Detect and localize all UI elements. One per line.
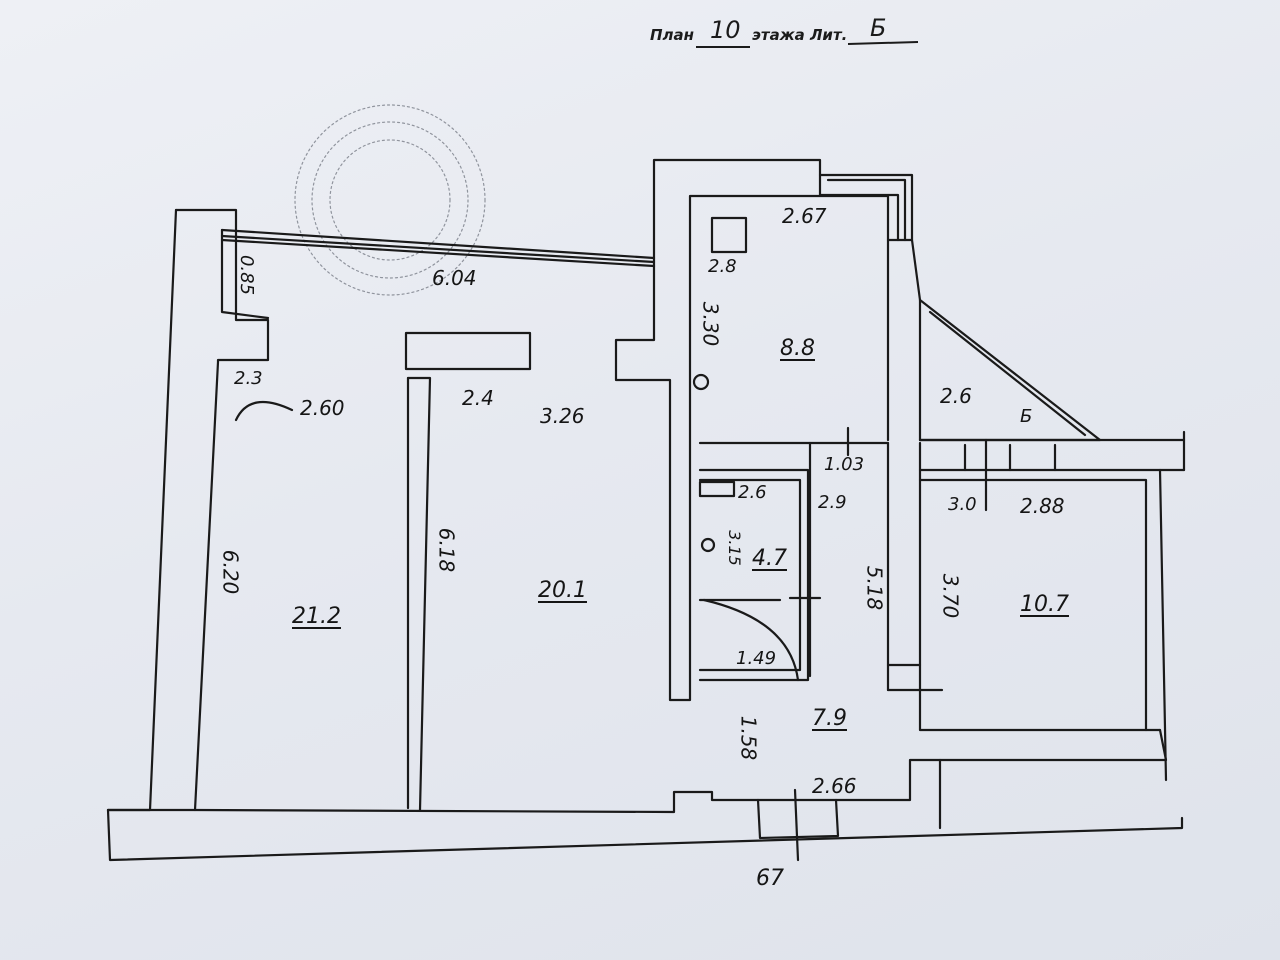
bathroom-walls (698, 468, 810, 682)
right-room-walls (918, 478, 1148, 732)
dim-right-offset: 3.0 (948, 494, 977, 515)
dim-bath-width: 2.6 (738, 482, 767, 503)
partition-middle-kitchen (614, 158, 914, 702)
balcony-glazing (220, 228, 656, 260)
balcony-right (918, 298, 1102, 442)
dim-balcony-depth: 0.85 (236, 254, 258, 296)
beam (404, 331, 532, 371)
area-balcony-right: 2.6 (940, 384, 972, 408)
outer-wall-left-outer (106, 208, 178, 812)
area-room-middle: 20.1 (538, 578, 587, 603)
dim-kitchen-length: 3.30 (698, 301, 723, 347)
stamp-mark (294, 104, 486, 296)
dim-middle-room-width: 3.26 (540, 404, 585, 428)
dim-left-offset: 2.3 (234, 368, 263, 389)
dim-right-room-width: 2.88 (1020, 494, 1065, 518)
plan-title: План 10 этажа Лит. Б (648, 14, 928, 50)
dim-left-room-width: 2.60 (300, 396, 345, 420)
dim-hall-lower: 1.58 (736, 715, 761, 761)
dim-kitchen-width: 2.67 (782, 204, 827, 228)
dim-bottom-mark: 67 (756, 866, 784, 891)
dim-kitchen-left: 2.8 (708, 256, 737, 277)
dim-hall-width: 2.66 (812, 774, 857, 798)
dim-hall-length: 5.18 (862, 565, 887, 611)
dim-middle-room-length: 6.18 (434, 527, 459, 573)
area-room-left: 21.2 (292, 604, 341, 629)
balcony-right-mark: Б (1020, 406, 1033, 427)
dim-right-room-length: 3.70 (938, 573, 963, 619)
floor-number: 10 (710, 16, 741, 44)
dim-bath-length: 3.15 (724, 530, 744, 566)
area-kitchen: 8.8 (780, 336, 815, 361)
bathtub-faucet (698, 480, 736, 498)
outer-wall-left (106, 208, 270, 812)
partition-left-middle (406, 376, 432, 812)
area-bathroom: 4.7 (752, 546, 787, 571)
dim-balcony-length: 6.04 (432, 266, 477, 290)
dim-bath-door: 1.49 (736, 648, 777, 669)
bathroom-door-arc (702, 598, 800, 682)
dim-middle-offset: 2.4 (462, 386, 494, 410)
dim-corridor-width: 1.03 (824, 454, 865, 475)
dim-bath-side: 2.9 (818, 492, 847, 513)
dim-left-room-length: 6.20 (218, 549, 243, 595)
area-room-right: 10.7 (1020, 592, 1069, 617)
plan-word: План (650, 26, 695, 44)
floor-word: этажа Лит. (752, 26, 848, 44)
area-hall: 7.9 (812, 706, 847, 731)
title-underline (696, 41, 919, 48)
stove (710, 216, 748, 254)
letter: Б (870, 14, 887, 42)
outer-wall-bottom (106, 808, 1184, 862)
